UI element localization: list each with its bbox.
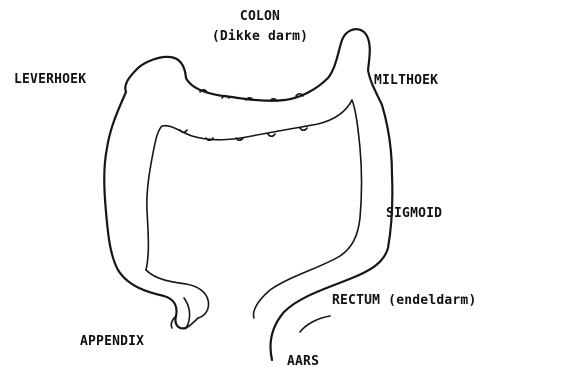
label-aars: AARS — [287, 354, 319, 370]
label-leverhoek: LEVERHOEK — [14, 72, 86, 88]
label-sigmoid: SIGMOID — [386, 206, 442, 222]
label-colon-title: COLON — [200, 9, 320, 25]
label-appendix: APPENDIX — [80, 334, 144, 350]
colon-inner-contour — [146, 100, 362, 318]
haustra-marks — [180, 90, 307, 141]
rectum-inner — [300, 316, 330, 332]
label-rectum: RECTUM (endeldarm) — [332, 293, 476, 309]
colon-outer-contour — [125, 29, 392, 360]
label-colon-subtitle: (Dikke darm) — [175, 29, 345, 45]
label-milthoek: MILTHOEK — [374, 73, 438, 89]
